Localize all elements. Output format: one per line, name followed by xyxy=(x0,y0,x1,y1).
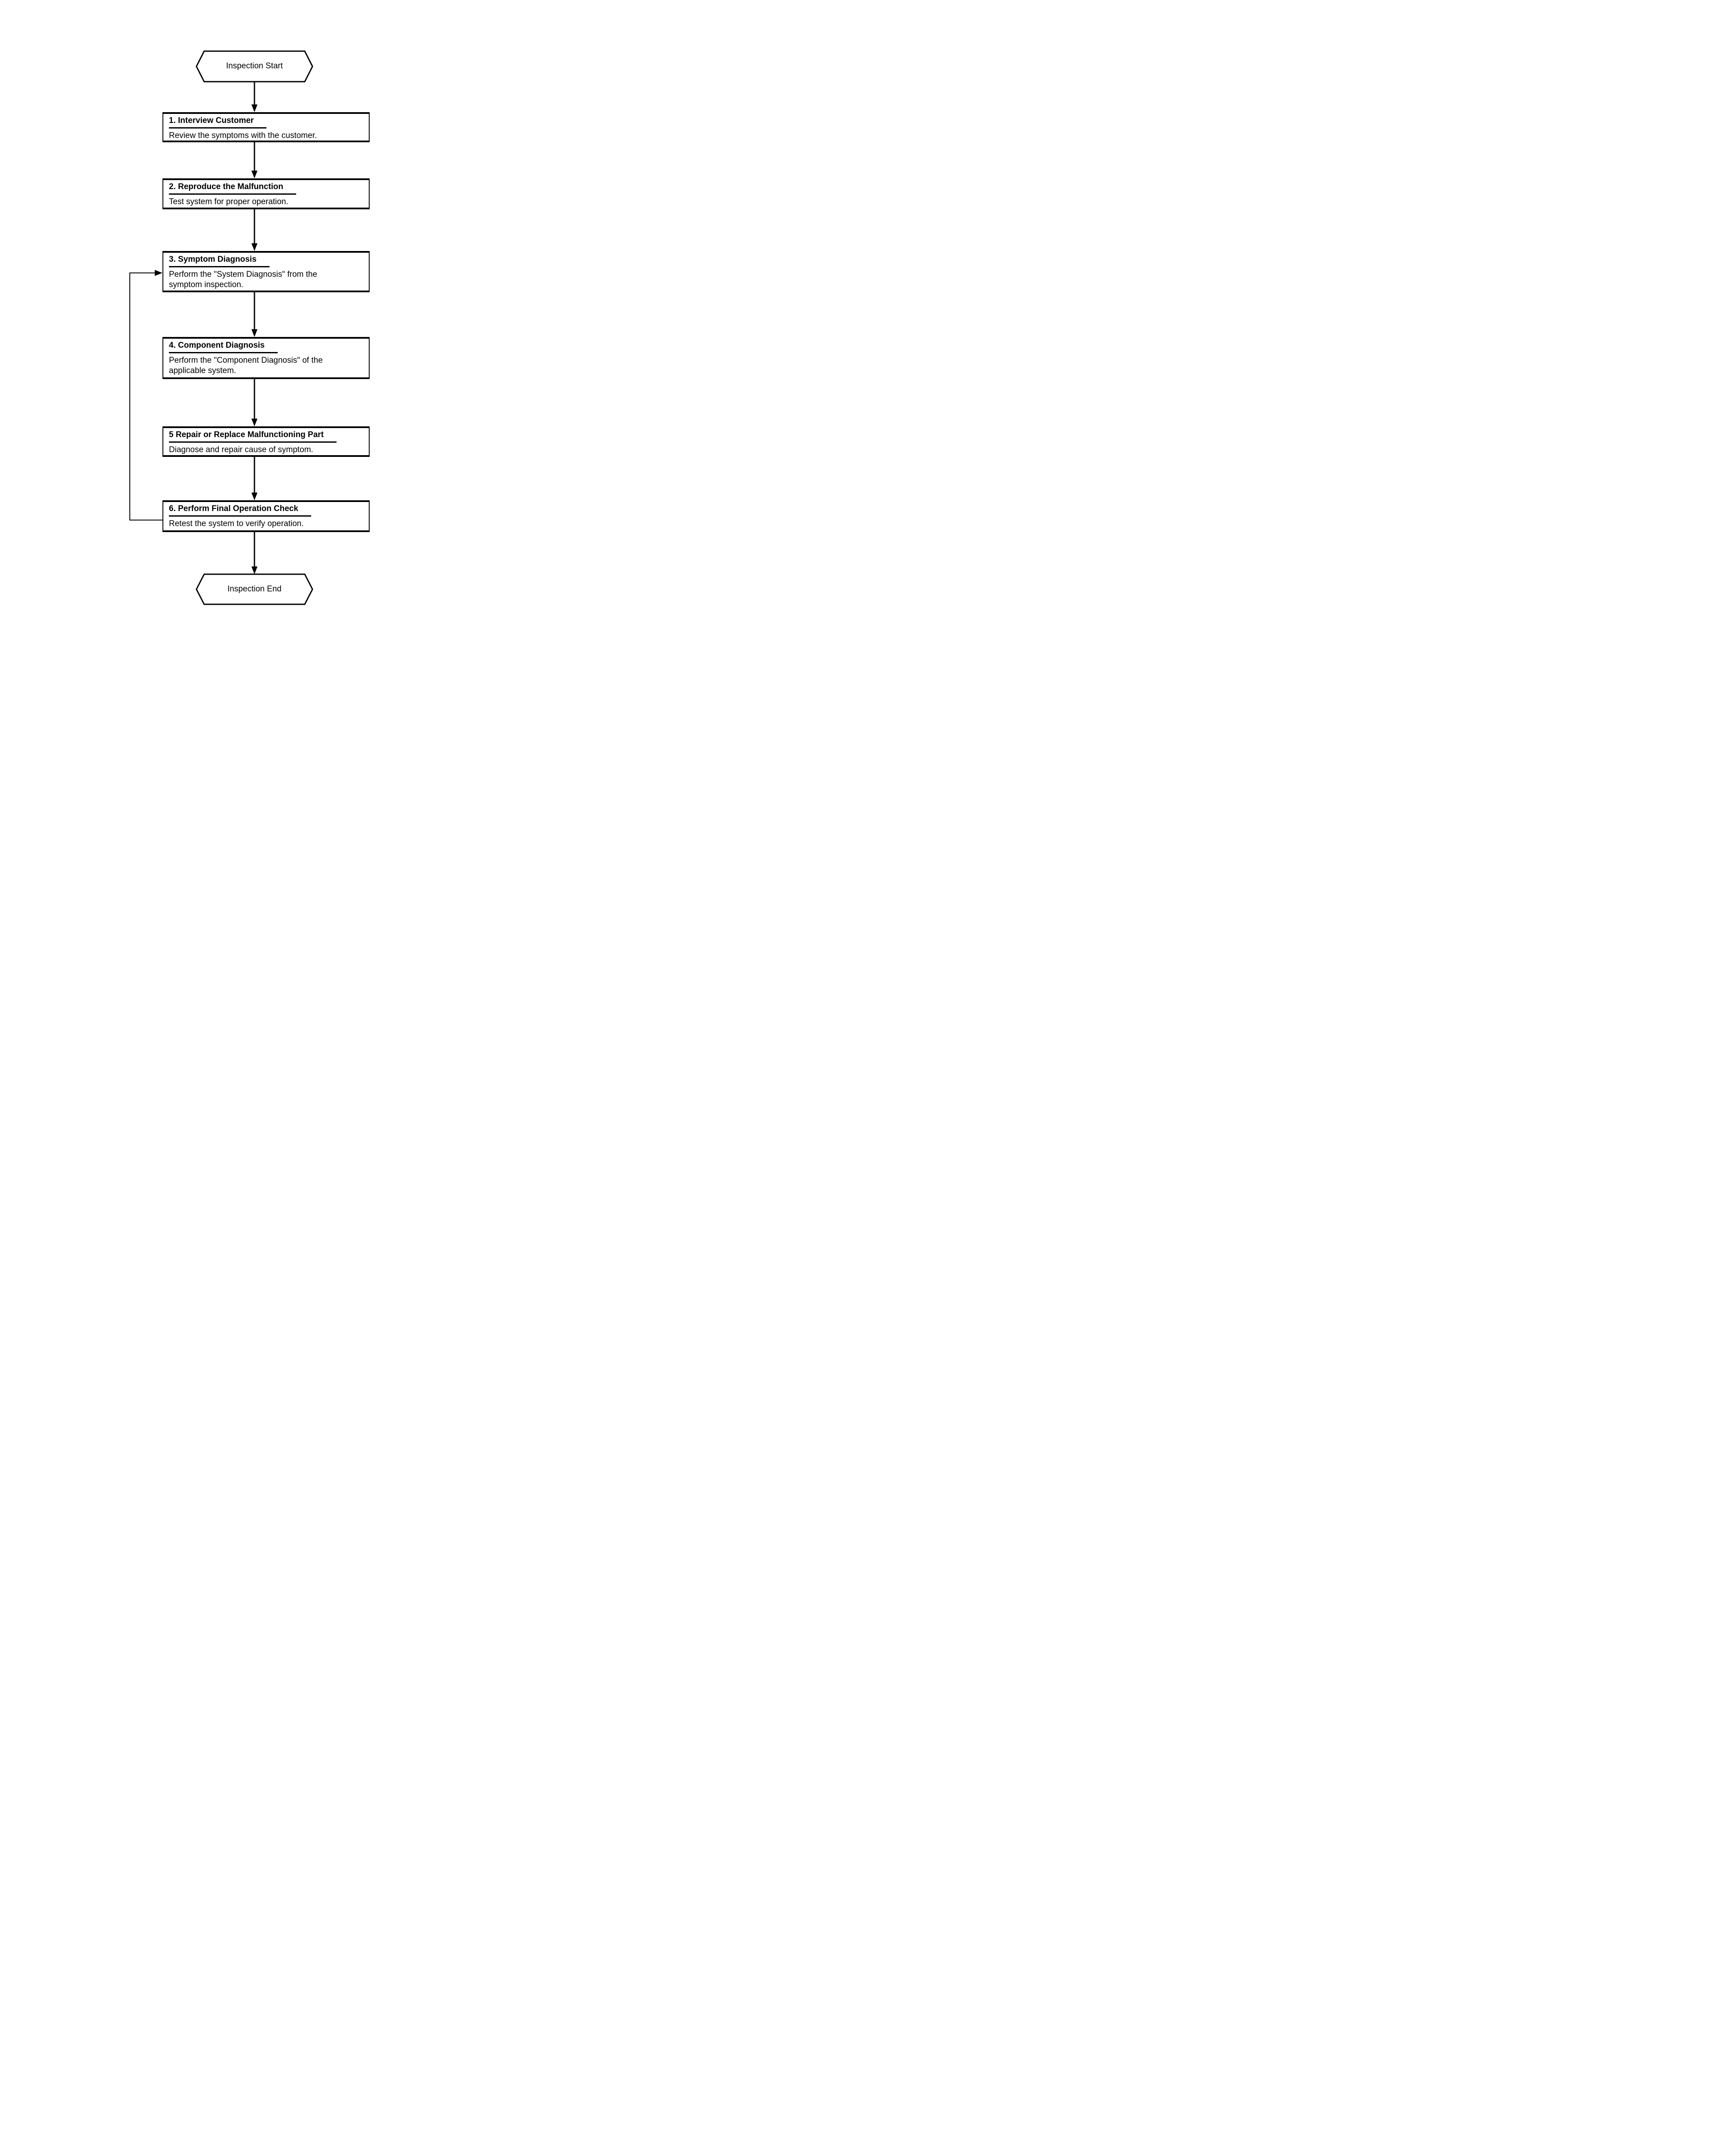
step-5-title: 5 Repair or Replace Malfunctioning Part xyxy=(169,430,337,443)
start-terminal-label: Inspection Start xyxy=(226,61,283,71)
step-6-title: 6. Perform Final Operation Check xyxy=(169,504,311,517)
arrowhead-step1 xyxy=(251,104,257,112)
end-terminal: Inspection End xyxy=(196,574,312,604)
step-4-title: 4. Component Diagnosis xyxy=(169,341,278,353)
step-box-4: 4. Component Diagnosis Perform the "Comp… xyxy=(162,337,370,379)
step-box-6: 6. Perform Final Operation Check Retest … xyxy=(162,500,370,532)
flowchart-connectors xyxy=(129,50,313,605)
step-2-description: Test system for proper operation. xyxy=(169,197,288,206)
start-terminal-shape xyxy=(196,50,313,83)
troubleshooting-flowchart: Inspection Start Inspection End 1. Inter… xyxy=(0,0,533,664)
step-box-2: 2. Reproduce the Malfunction Test system… xyxy=(162,178,370,209)
step-4-description: Perform the "Component Diagnosis" of the… xyxy=(169,355,323,376)
arrowhead-end xyxy=(251,566,257,574)
arrowhead-step4 xyxy=(251,329,257,337)
start-terminal: Inspection Start xyxy=(196,51,312,82)
end-terminal-label: Inspection End xyxy=(227,584,282,594)
step-6-description: Retest the system to verify operation. xyxy=(169,519,304,528)
step-2-title: 2. Reproduce the Malfunction xyxy=(169,182,297,195)
end-terminal-shape xyxy=(196,573,313,605)
step-1-title: 1. Interview Customer xyxy=(169,116,267,129)
step-box-5: 5 Repair or Replace Malfunctioning Part … xyxy=(162,426,370,457)
arrowhead-step6 xyxy=(251,493,257,500)
step-box-3: 3. Symptom Diagnosis Perform the "System… xyxy=(162,251,370,292)
step-5-description: Diagnose and repair cause of symptom. xyxy=(169,445,313,454)
arrowhead-step2 xyxy=(251,171,257,178)
step-1-description: Review the symptoms with the customer. xyxy=(169,131,317,140)
step-3-description: Perform the "System Diagnosis" from the … xyxy=(169,269,318,290)
step-box-1: 1. Interview Customer Review the symptom… xyxy=(162,112,370,142)
feedback-connector-step6-to-step3 xyxy=(129,272,162,520)
arrowhead-feedback-step3 xyxy=(155,270,162,276)
arrowhead-step5 xyxy=(251,419,257,426)
step-3-title: 3. Symptom Diagnosis xyxy=(169,255,269,267)
arrowhead-step3 xyxy=(251,243,257,251)
